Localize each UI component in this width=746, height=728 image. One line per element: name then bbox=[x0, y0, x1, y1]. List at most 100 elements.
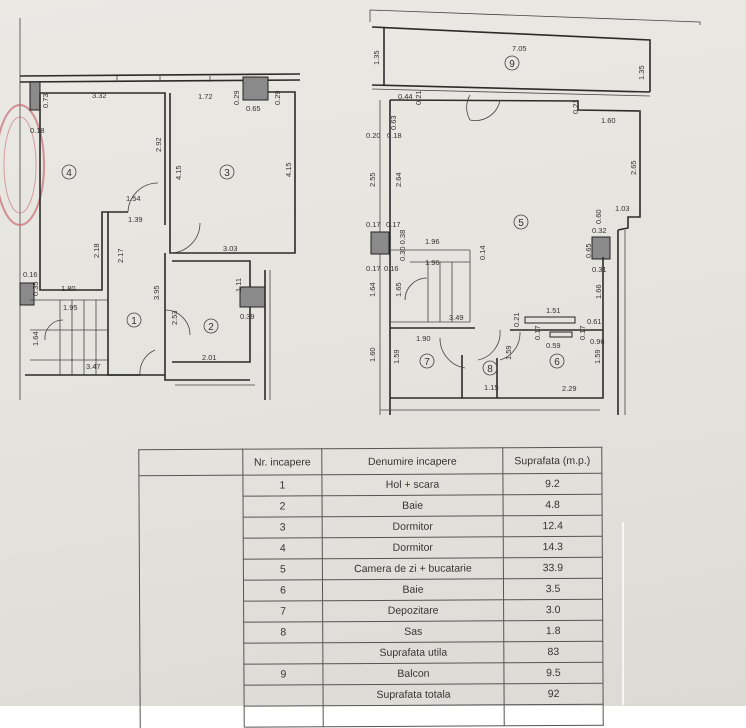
dimension-label: 1.96 bbox=[425, 237, 440, 246]
room-name-cell: Baie bbox=[322, 494, 504, 517]
room-marker-2: 2 bbox=[203, 318, 219, 334]
dimension-label: 2.53 bbox=[170, 310, 179, 325]
dimension-label: 1.15 bbox=[484, 383, 499, 392]
room-number-cell bbox=[243, 642, 323, 665]
area-cell: 3.5 bbox=[503, 578, 603, 600]
room-marker-1: 1 bbox=[126, 312, 142, 328]
dimension-label: 1.80 bbox=[61, 284, 76, 293]
dimension-label: 1.60 bbox=[601, 116, 616, 125]
dimension-label: 2.65 bbox=[629, 160, 638, 175]
room-marker-3: 3 bbox=[219, 164, 235, 180]
room-number-cell: 7 bbox=[243, 600, 323, 623]
header-room-number: Nr. incapere bbox=[242, 448, 322, 476]
room-number: 8 bbox=[487, 364, 493, 375]
area-cell: 92 bbox=[504, 683, 604, 705]
dimension-label: 2.64 bbox=[394, 172, 403, 187]
area-cell: 9.2 bbox=[502, 473, 603, 495]
dimension-label: 0.31 bbox=[592, 265, 607, 274]
blank-side-cell bbox=[138, 475, 245, 728]
area-cell: 9.5 bbox=[503, 662, 604, 684]
room-number-cell: 1 bbox=[242, 474, 323, 497]
dimension-label: 1.59 bbox=[392, 349, 401, 364]
dimension-label: 2.55 bbox=[368, 172, 377, 187]
dimension-label: 1.64 bbox=[368, 282, 377, 297]
dimension-label: 1.72 bbox=[198, 92, 213, 101]
room-number: 6 bbox=[554, 357, 560, 368]
dimension-label: 1.59 bbox=[504, 345, 513, 360]
dimension-label: 0.21 bbox=[414, 90, 423, 105]
room-number-cell: 8 bbox=[243, 621, 323, 644]
area-cell: 83 bbox=[503, 641, 603, 663]
dimension-label: 4.15 bbox=[284, 162, 293, 177]
dimension-label: 7.05 bbox=[512, 44, 527, 53]
dimension-label: 3.95 bbox=[152, 285, 161, 300]
area-cell: 12.4 bbox=[503, 515, 603, 537]
table-header-row: Nr. incapere Denumire incapere Suprafata… bbox=[138, 447, 602, 476]
left-floor-walls bbox=[19, 73, 301, 400]
room-area-table: Nr. incapere Denumire incapere Suprafata… bbox=[138, 447, 604, 728]
room-name-cell: Baie bbox=[322, 578, 504, 601]
dimension-label: 1.64 bbox=[31, 331, 40, 346]
dimension-label: 0.17 bbox=[386, 220, 401, 229]
area-cell: 1.8 bbox=[503, 620, 603, 642]
room-number: 2 bbox=[208, 322, 214, 333]
dimension-label: 3.32 bbox=[92, 91, 107, 100]
room-marker-4: 4 bbox=[61, 164, 77, 180]
area-cell: 4.8 bbox=[503, 494, 603, 516]
header-room-name: Denumire incapere bbox=[321, 447, 503, 475]
empty-cell bbox=[323, 704, 505, 727]
dimension-label: 0.16 bbox=[384, 264, 399, 273]
room-number: 7 bbox=[424, 357, 430, 368]
dimension-label: 1.51 bbox=[546, 306, 561, 315]
dimension-label: 3.03 bbox=[223, 244, 238, 253]
room-name-cell: Suprafata totala bbox=[323, 683, 505, 706]
area-cell: 14.3 bbox=[503, 536, 603, 558]
dimension-label: 0.60 bbox=[594, 209, 603, 224]
header-area: Suprafata (m.p.) bbox=[502, 447, 602, 474]
room-marker-8: 8 bbox=[482, 360, 498, 376]
dimension-label: 2.18 bbox=[92, 243, 101, 258]
dimension-label: 1.65 bbox=[394, 282, 403, 297]
dimension-label: 2.92 bbox=[154, 137, 163, 152]
dimension-label: 2.29 bbox=[562, 384, 577, 393]
dimension-label: 0.59 bbox=[546, 341, 561, 350]
dimension-label: 1.95 bbox=[63, 303, 78, 312]
dimension-label: 0.30 0.38 bbox=[398, 230, 407, 261]
room-name-cell: Suprafata utila bbox=[322, 641, 504, 664]
room-marker-6: 6 bbox=[549, 353, 565, 369]
dimension-label: 0.44 bbox=[398, 92, 413, 101]
dimension-label: 2.17 bbox=[116, 248, 125, 263]
dimension-label: 4.15 bbox=[174, 165, 183, 180]
room-name-cell: Balcon bbox=[322, 662, 505, 685]
dimension-label: 0.17 bbox=[533, 325, 542, 340]
room-markers: 1 2 3 4 5 6 7 8 9 bbox=[61, 55, 565, 376]
room-number-cell: 5 bbox=[243, 558, 323, 581]
area-cell: 33.9 bbox=[503, 557, 603, 579]
dimension-label: 3.49 bbox=[449, 313, 464, 322]
room-name-cell: Hol + scara bbox=[321, 473, 504, 496]
room-name-cell: Camera de zi + bucatarie bbox=[322, 557, 504, 580]
dimension-label: 1.54 bbox=[126, 194, 141, 203]
room-name-cell: Depozitare bbox=[322, 599, 504, 622]
title-block-edge bbox=[369, 9, 701, 25]
empty-cell bbox=[504, 704, 604, 726]
dimension-label: 0.18 bbox=[30, 126, 45, 135]
room-name-cell: Sas bbox=[322, 620, 504, 643]
dimension-label: 1.35 bbox=[637, 65, 646, 80]
dimension-label: 2.01 bbox=[202, 353, 217, 362]
dimension-label: 0.73 bbox=[41, 93, 50, 108]
room-number-cell: 6 bbox=[243, 579, 323, 602]
room-number-cell: 2 bbox=[243, 495, 323, 518]
room-marker-9: 9 bbox=[504, 55, 520, 71]
room-number: 5 bbox=[518, 218, 524, 229]
dimension-label: 0.39 bbox=[240, 312, 255, 321]
dimension-label: 1.35 bbox=[372, 50, 381, 65]
dimension-label: 0.17 bbox=[366, 264, 381, 273]
room-number: 9 bbox=[509, 59, 515, 70]
dimension-label: 0.20 bbox=[366, 131, 381, 140]
dimension-label: 0.61 bbox=[587, 317, 602, 326]
dimension-label: 1.60 bbox=[368, 347, 377, 362]
dimension-label: 0.29 bbox=[232, 90, 241, 105]
